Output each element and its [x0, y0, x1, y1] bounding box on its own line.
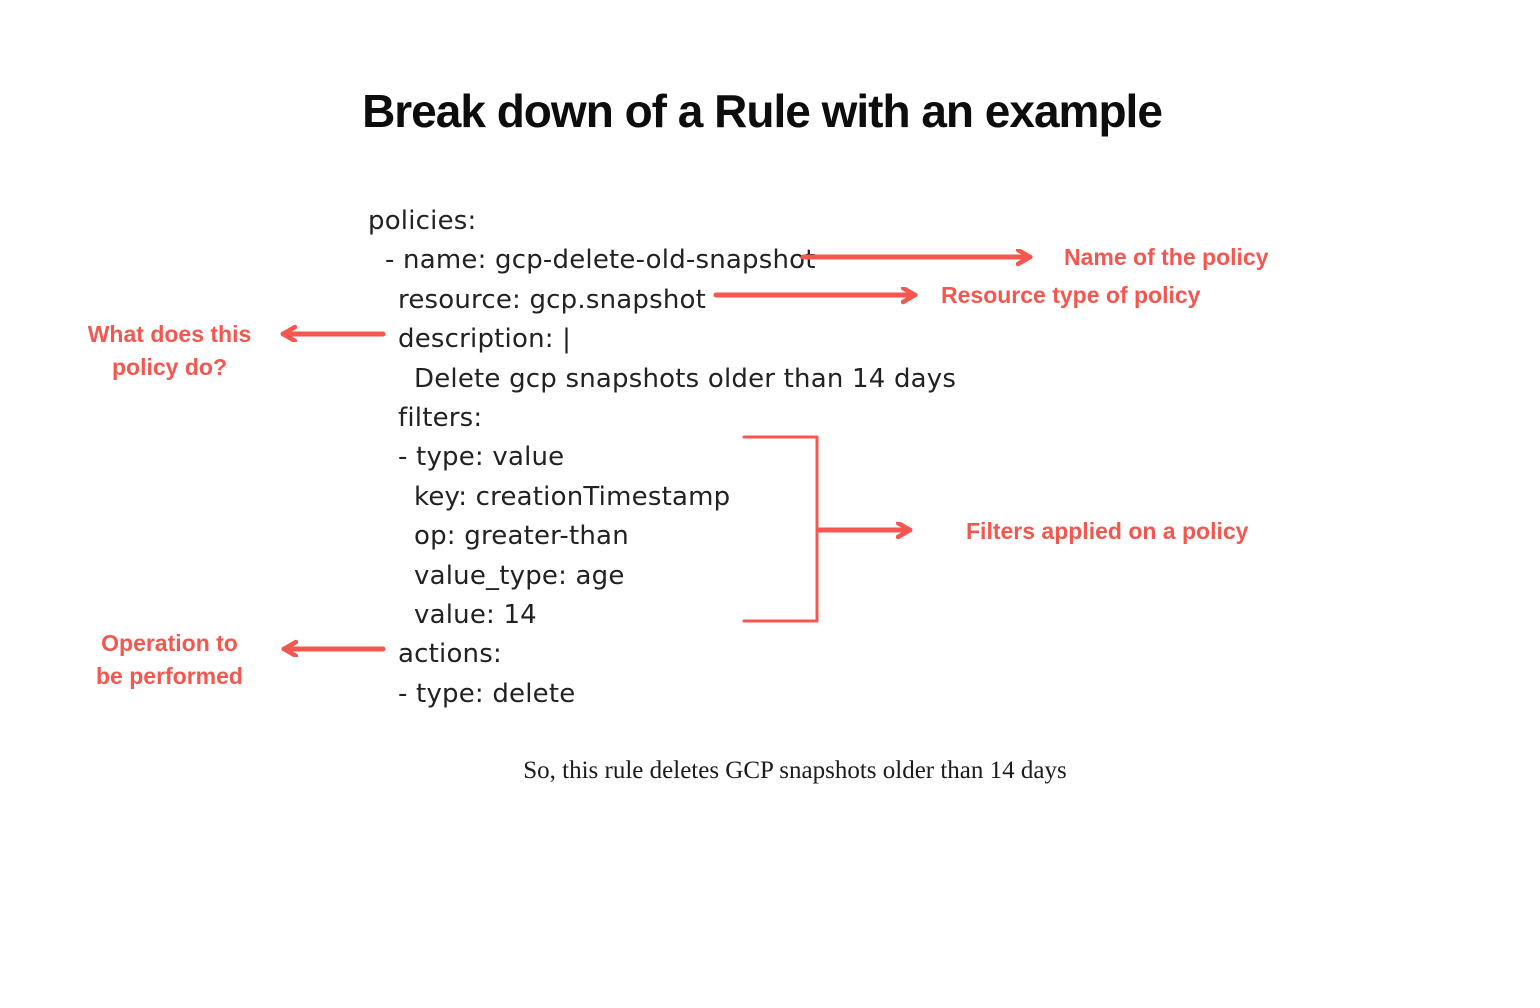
yaml-code-block: policies: - name: gcp-delete-old-snapsho…: [368, 202, 956, 714]
actions-annotation-label: Operation to be performed: [52, 627, 287, 693]
code-line-description-text: Delete gcp snapshots older than 14 days: [414, 363, 957, 394]
code-line-policies: policies:: [368, 206, 477, 236]
code-line-resource: resource: gcp.snapshot: [398, 284, 707, 315]
code-line-filter-key: key: creationTimestamp: [414, 481, 731, 512]
code-line-filter-value: value: 14: [414, 599, 537, 630]
code-line-actions: actions:: [398, 639, 502, 670]
summary-text: So, this rule deletes GCP snapshots olde…: [523, 757, 1067, 784]
resource-annotation-label: Resource type of policy: [941, 282, 1201, 308]
name-annotation-label: Name of the policy: [1064, 244, 1269, 270]
actions-annotation-line1: Operation to: [101, 630, 238, 656]
description-annotation-line1: What does this: [87, 321, 252, 347]
code-line-filter-type: - type: value: [398, 442, 565, 473]
code-line-filters: filters:: [398, 402, 483, 433]
page-title: Break down of a Rule with an example: [362, 85, 1163, 137]
code-line-filter-op: op: greater-than: [414, 521, 629, 552]
description-annotation-label: What does this policy do?: [52, 318, 287, 384]
filters-annotation-label: Filters applied on a policy: [966, 518, 1249, 544]
actions-annotation-line2: be performed: [96, 663, 243, 689]
code-line-description: description: |: [398, 324, 572, 355]
description-annotation-line2: policy do?: [112, 354, 227, 380]
code-line-name: - name: gcp-delete-old-snapshot: [385, 245, 816, 276]
code-line-filter-value-type: value_type: age: [414, 560, 625, 591]
code-line-action-type: - type: delete: [398, 678, 576, 709]
